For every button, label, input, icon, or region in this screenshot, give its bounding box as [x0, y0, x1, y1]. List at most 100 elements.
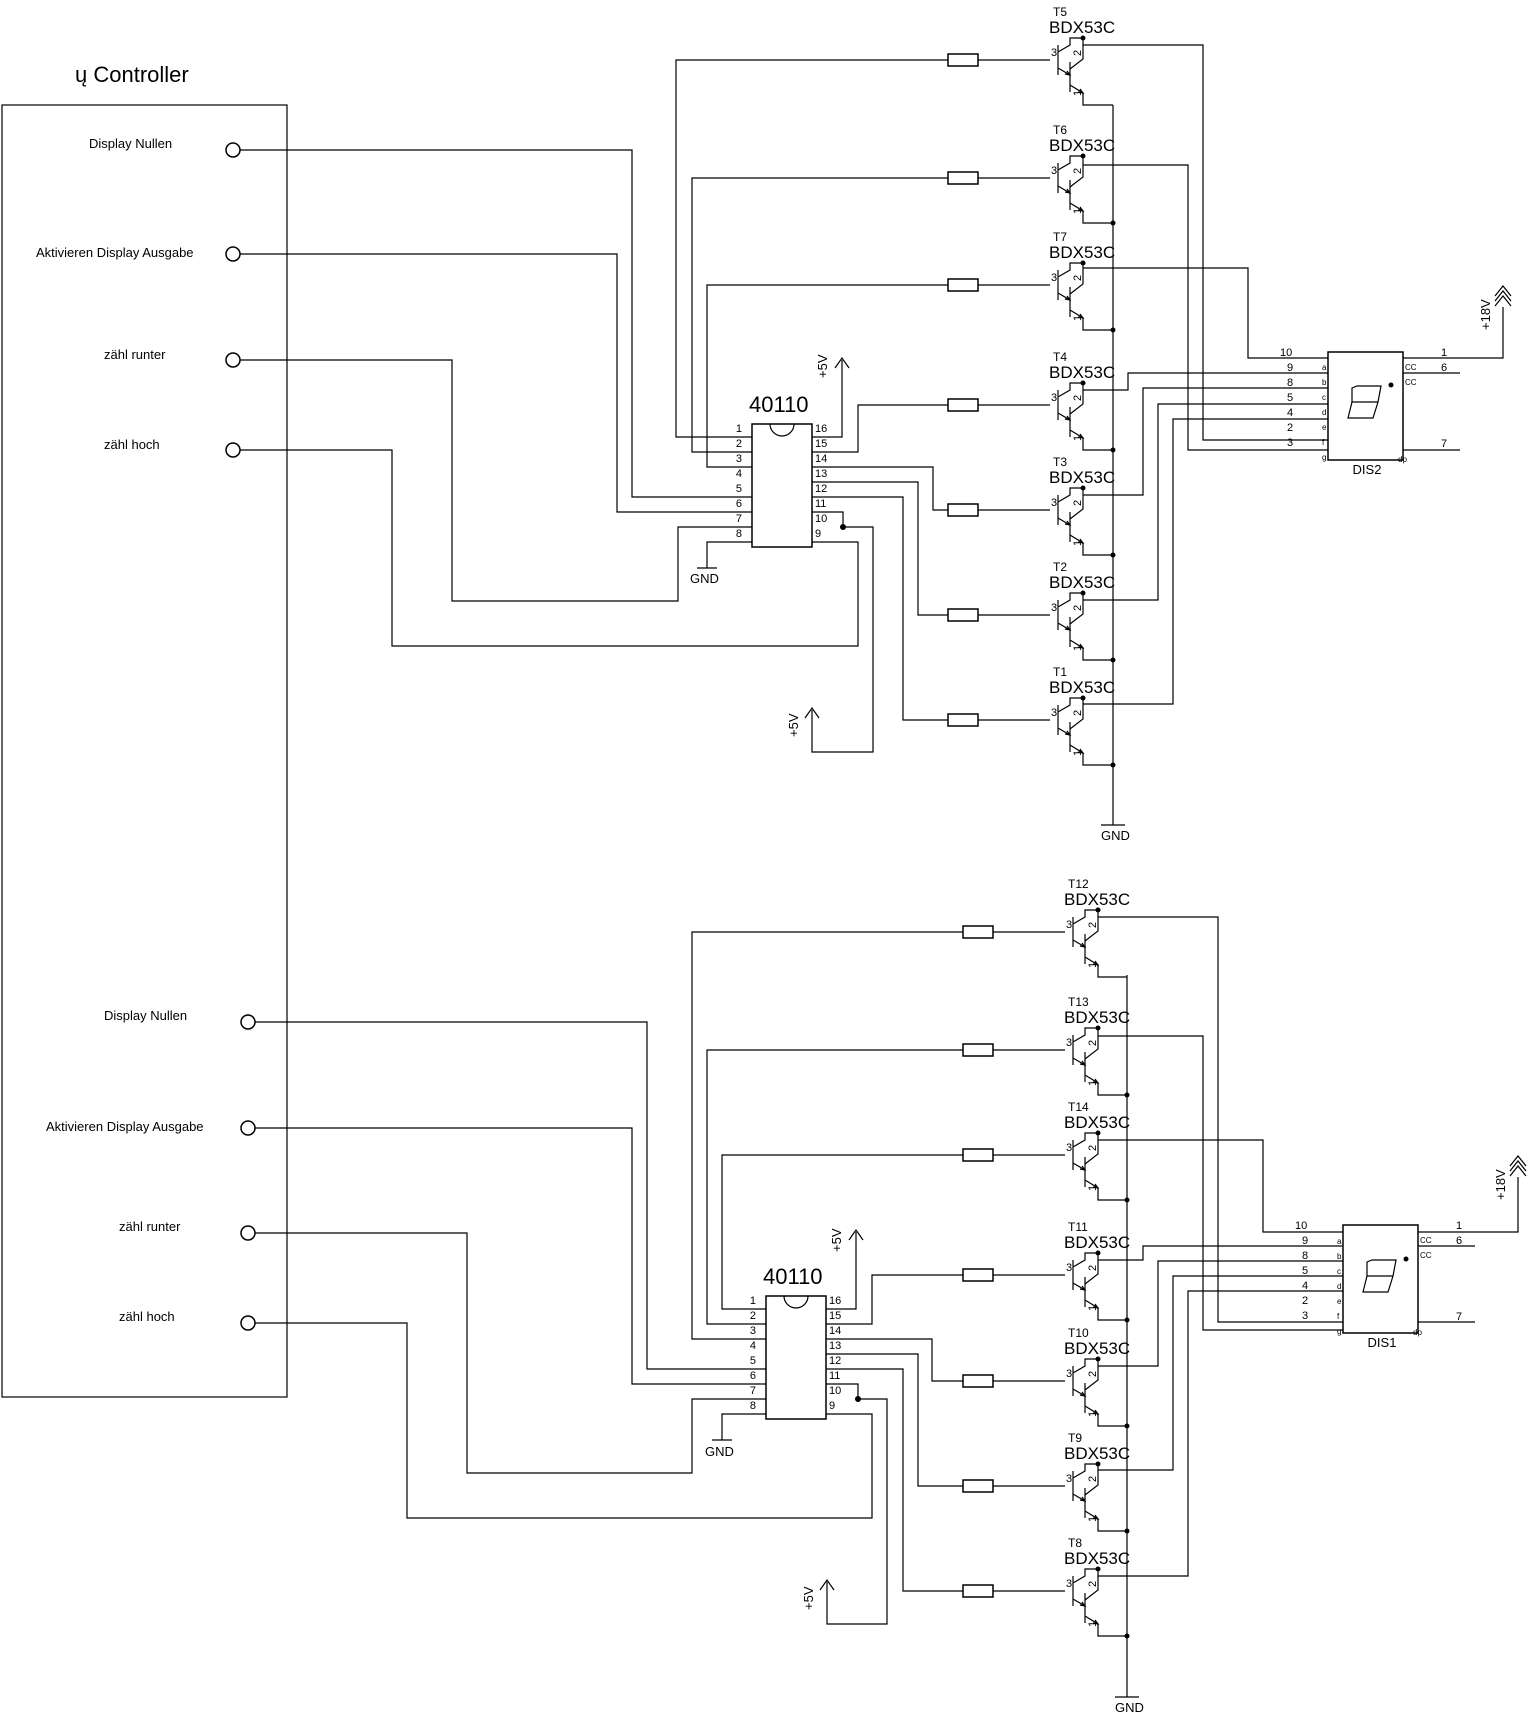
- input-terminal[interactable]: [225, 142, 241, 158]
- vcc-label: +5V: [801, 1586, 816, 1610]
- transistor-pin: 2: [1072, 605, 1084, 611]
- display-dis2: DIS2 +18V 10 9 8 5 4 2 3 1 6 7 a b c d e…: [1280, 285, 1512, 477]
- transistor-pin: 2: [1072, 500, 1084, 506]
- display-cc: CC: [1420, 1236, 1432, 1245]
- segment-letter: a: [1337, 1237, 1342, 1246]
- transistor-pin: 2: [1087, 1145, 1099, 1151]
- transistor-pin: 2: [1087, 1371, 1099, 1377]
- bottom-wiring: [255, 916, 1519, 1698]
- ic-pin: 8: [736, 528, 742, 540]
- display-dp: dp: [1413, 1328, 1422, 1337]
- segment-letter: g: [1322, 453, 1326, 462]
- gnd-label: GND: [690, 571, 719, 586]
- input-label: Display Nullen: [89, 136, 172, 151]
- display-pin: 10: [1295, 1220, 1307, 1232]
- display-pin: 10: [1280, 347, 1292, 359]
- input-terminal[interactable]: [225, 246, 241, 262]
- ic-pin: 2: [750, 1310, 756, 1322]
- segment-letter: c: [1322, 393, 1326, 402]
- display-pin: 1: [1441, 347, 1447, 359]
- transistor-ref: T7: [1053, 230, 1067, 244]
- ic-pin: 3: [750, 1325, 756, 1337]
- transistor-pin: 1: [1072, 750, 1084, 756]
- base-resistor: [947, 53, 979, 67]
- input-terminal[interactable]: [225, 442, 241, 458]
- transistor-type: BDX53C: [1049, 136, 1115, 155]
- controller-title: ų Controller: [75, 62, 189, 87]
- base-resistor: [947, 278, 979, 292]
- ic-pin: 5: [736, 483, 742, 495]
- transistor-pin: 3: [1051, 272, 1057, 284]
- ic-pin: 4: [736, 468, 742, 480]
- ic-pin: 7: [750, 1385, 756, 1397]
- ic-pin: 3: [736, 453, 742, 465]
- transistor-pin: 1: [1072, 645, 1084, 651]
- display-cc: CC: [1420, 1251, 1432, 1260]
- transistor-type: BDX53C: [1064, 890, 1130, 909]
- top-wiring: [240, 44, 1504, 826]
- input-label: zähl runter: [104, 347, 166, 362]
- ic-pin: 4: [750, 1340, 756, 1352]
- display-pin: 1: [1456, 1220, 1462, 1232]
- transistor-ref: T12: [1068, 877, 1089, 891]
- transistor-ref: T9: [1068, 1431, 1082, 1445]
- display-pin: 4: [1287, 407, 1293, 419]
- input-terminal[interactable]: [240, 1315, 256, 1331]
- input-label: zähl hoch: [119, 1309, 175, 1324]
- ic-pin: 11: [815, 498, 826, 510]
- transistor-type: BDX53C: [1049, 18, 1115, 37]
- transistor-pin: 2: [1072, 50, 1084, 56]
- segment-letter: e: [1322, 423, 1327, 432]
- ic-label: 40110: [763, 1264, 823, 1289]
- ic-pin: 15: [829, 1310, 841, 1322]
- transistor-type: BDX53C: [1049, 243, 1115, 262]
- transistor-pin: 1: [1087, 1080, 1099, 1086]
- base-resistor: [962, 1479, 994, 1493]
- transistor-pin: 1: [1087, 1185, 1099, 1191]
- transistor-pin: 2: [1087, 1476, 1099, 1482]
- base-resistor: [962, 1584, 994, 1598]
- transistor-ref: T1: [1053, 665, 1067, 679]
- gnd-label: GND: [705, 1444, 734, 1459]
- input-label: zähl hoch: [104, 437, 160, 452]
- base-resistor: [962, 1043, 994, 1057]
- input-label: Display Nullen: [104, 1008, 187, 1023]
- input-label: zähl runter: [119, 1219, 181, 1234]
- vcc-label: +5V: [829, 1228, 844, 1252]
- vcc-label: +5V: [786, 713, 801, 737]
- input-terminal[interactable]: [240, 1225, 256, 1241]
- transistor-type: BDX53C: [1064, 1444, 1130, 1463]
- transistor-ref: T8: [1068, 1536, 1082, 1550]
- display-dis1: DIS1 +18V 10 9 8 5 4 2 3 1 6 7 a b c d e…: [1295, 1155, 1527, 1350]
- segment-letter: g: [1337, 1327, 1341, 1336]
- transistor-pin: 2: [1087, 1265, 1099, 1271]
- transistor-pin: 3: [1051, 392, 1057, 404]
- display-pin: 5: [1302, 1265, 1308, 1277]
- display-pin: 2: [1302, 1295, 1308, 1307]
- ic-pin: 10: [829, 1385, 841, 1397]
- transistor-pin: 3: [1066, 1142, 1072, 1154]
- transistor-ref: T10: [1068, 1326, 1089, 1340]
- transistor-pin: 2: [1087, 1581, 1099, 1587]
- display-label: DIS1: [1368, 1335, 1397, 1350]
- base-resistor: [947, 608, 979, 622]
- ic-pin: 14: [829, 1325, 841, 1337]
- ic-pin: 12: [815, 483, 827, 495]
- input-terminal[interactable]: [240, 1120, 256, 1136]
- input-terminal[interactable]: [240, 1014, 256, 1030]
- transistor-type: BDX53C: [1064, 1113, 1130, 1132]
- transistor-pin: 1: [1087, 1516, 1099, 1522]
- segment-letter: b: [1337, 1252, 1342, 1261]
- ic-pin: 7: [736, 513, 742, 525]
- transistor-pin: 1: [1072, 435, 1084, 441]
- input-terminal[interactable]: [225, 352, 241, 368]
- transistor-ref: T2: [1053, 560, 1067, 574]
